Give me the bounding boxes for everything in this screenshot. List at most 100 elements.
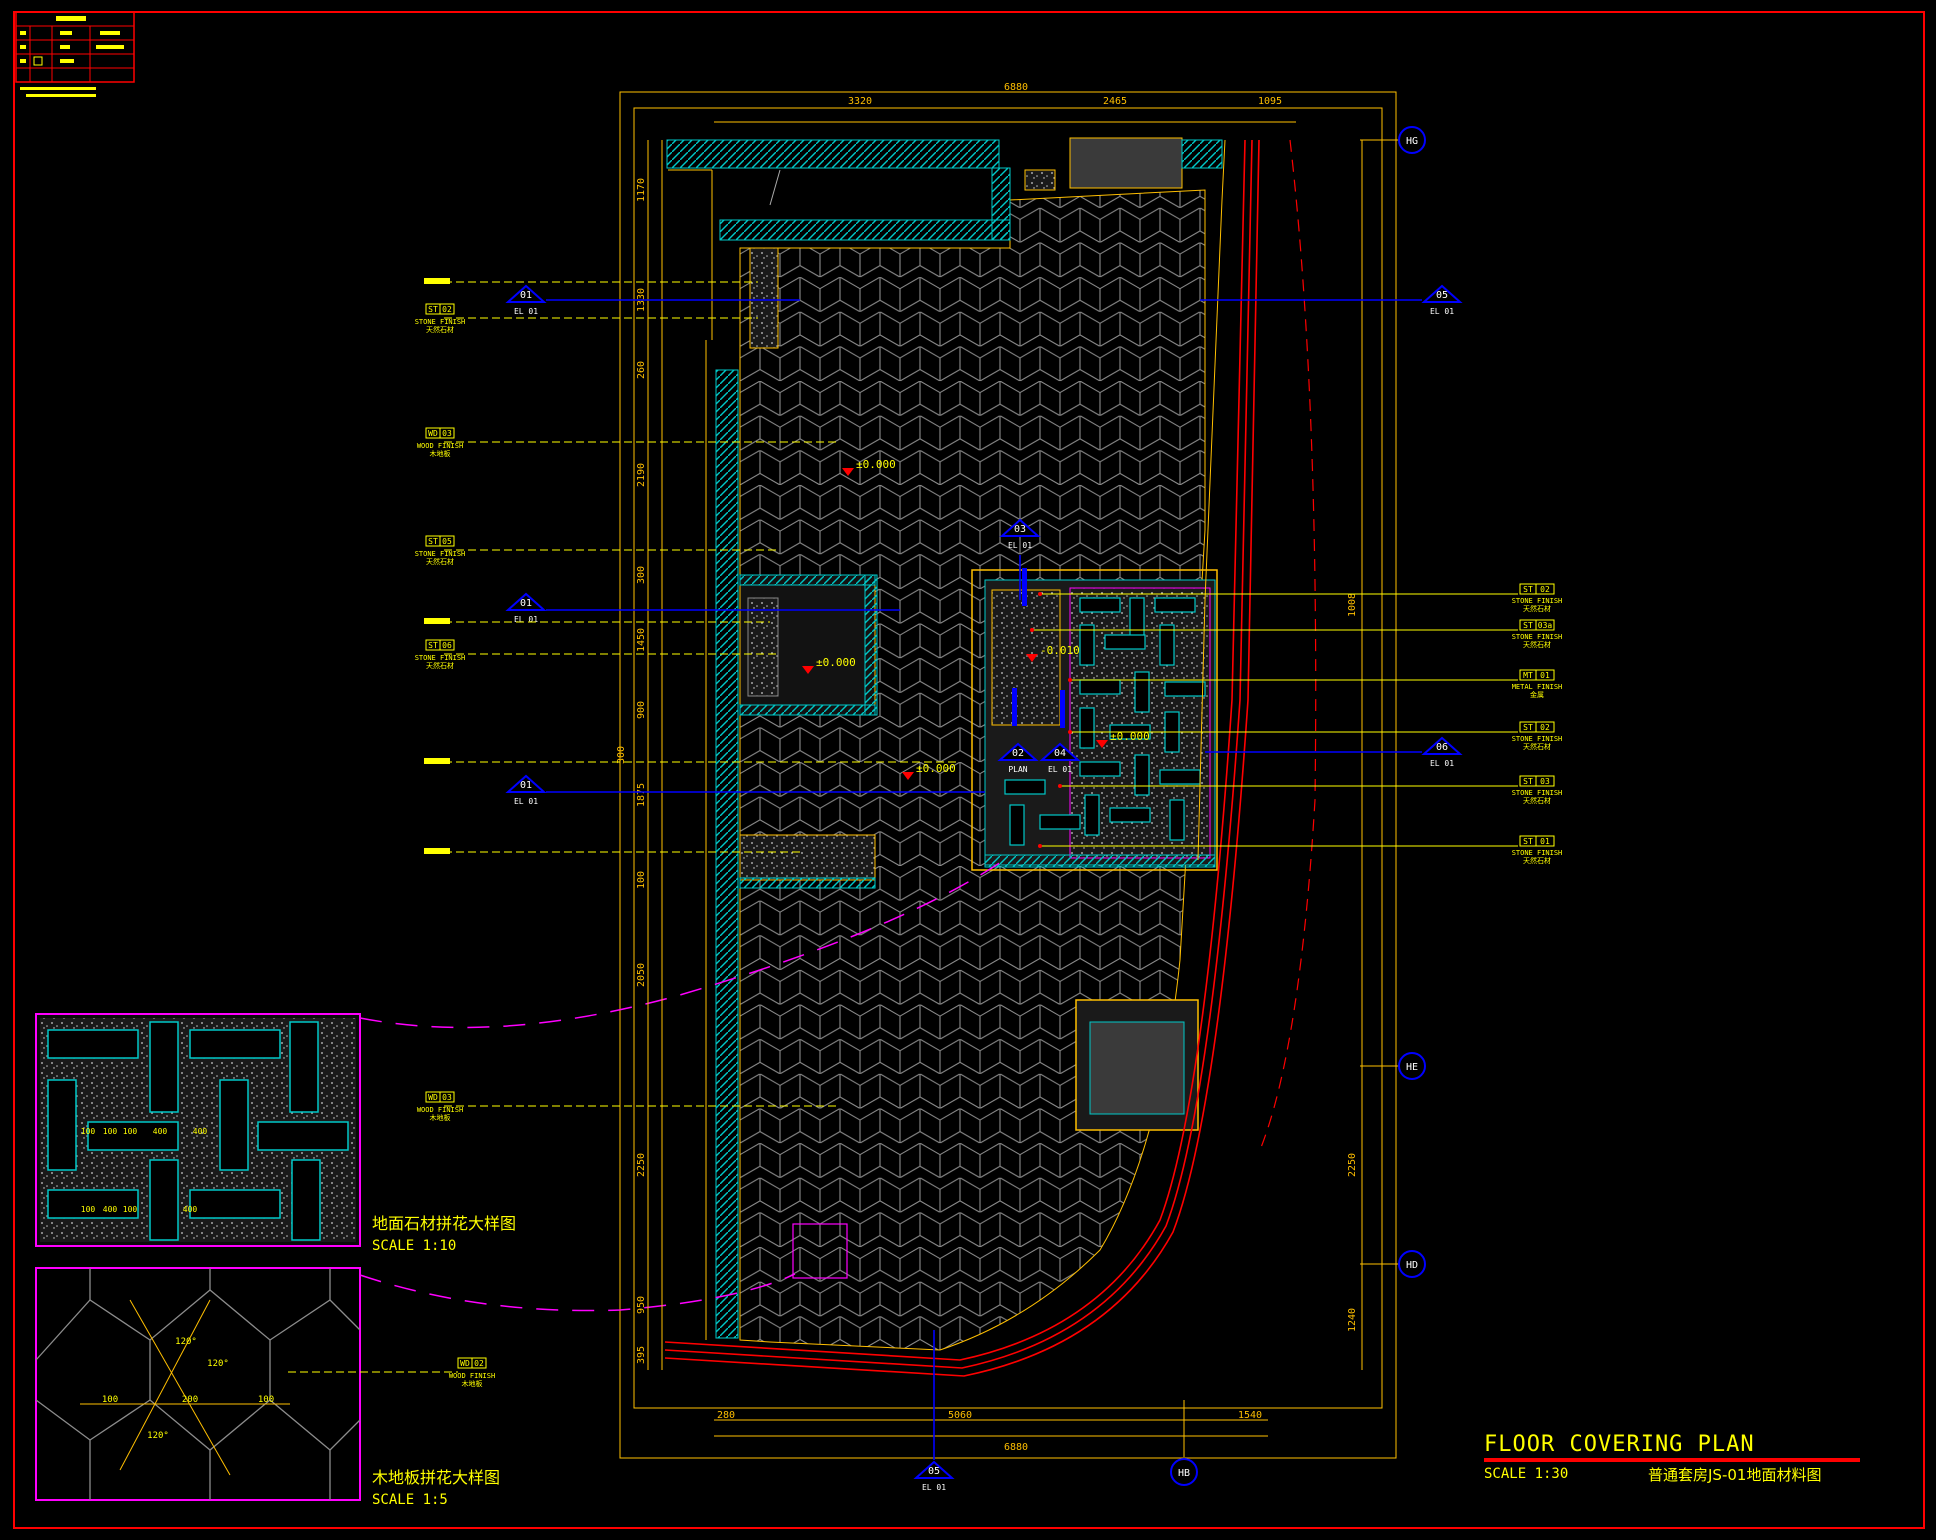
left-callout-num-5: 06 bbox=[442, 641, 452, 650]
right-callout-num-2: 01 bbox=[1540, 671, 1550, 680]
wood-detail-title: 木地板拼花大样图 SCALE 1:5 bbox=[372, 1464, 500, 1508]
curtain-dashed bbox=[1259, 139, 1317, 1151]
dim-right-1: 2250 bbox=[1347, 1153, 1358, 1177]
right-callout-code-3: ST bbox=[1523, 723, 1533, 732]
callout-target-dot bbox=[1038, 844, 1042, 848]
stone-detail-name: 地面石材拼花大样图 bbox=[372, 1214, 517, 1233]
dimension-lines bbox=[647, 107, 1363, 1437]
stone-detail-title: 地面石材拼花大样图 SCALE 1:10 bbox=[372, 1210, 516, 1254]
drawing-subtitle: 普通套房JS-01地面材料图 bbox=[1648, 1466, 1822, 1484]
dim-bottom-seg-0: 280 bbox=[717, 1410, 735, 1421]
level-marker bbox=[1026, 654, 1038, 662]
section-marker-num-5: 03 bbox=[1014, 524, 1026, 535]
section-marker-num-2: 01 bbox=[520, 598, 532, 609]
level-marker bbox=[802, 666, 814, 674]
right-callout-finish-1: STONE FINISH bbox=[1512, 633, 1563, 641]
dim-left-7: 1875 bbox=[636, 783, 647, 807]
section-marker-ref-5: EL 01 bbox=[1008, 541, 1032, 550]
right-callout-cn-2: 金属 bbox=[1530, 690, 1544, 699]
dim-left-2: 260 bbox=[636, 361, 647, 379]
right-callout-finish-5: STONE FINISH bbox=[1512, 849, 1563, 857]
grid-axis-bubble bbox=[1398, 126, 1426, 154]
wood-detail-dim-0: 120° bbox=[175, 1337, 197, 1347]
right-callout-cn-0: 天然石材 bbox=[1523, 604, 1551, 613]
right-callout-cn-1: 天然石材 bbox=[1523, 640, 1551, 649]
section-marker-num-6: 05 bbox=[928, 1466, 940, 1477]
detail-leader-stone bbox=[359, 859, 1005, 1029]
grid-axis-bubble bbox=[1170, 1458, 1198, 1486]
callout-num-box bbox=[471, 1357, 487, 1369]
callout-num-box bbox=[439, 639, 455, 651]
callout-note-bar bbox=[424, 278, 450, 284]
top-wall-zone bbox=[666, 137, 1223, 250]
left-wall bbox=[705, 247, 779, 1340]
stone-detail-box bbox=[35, 1013, 361, 1247]
dim-left-3: 2190 bbox=[636, 463, 647, 487]
stone-detail-dim-6: 400 bbox=[103, 1205, 118, 1214]
section-marker-num-8: 04 bbox=[1054, 748, 1066, 759]
left-callout-finish-8: WOOD FINISH bbox=[417, 1106, 463, 1114]
left-callout-cn-3: 天然石材 bbox=[426, 557, 454, 566]
dim-right-2: 1240 bbox=[1347, 1308, 1358, 1332]
right-callout-code-4: ST bbox=[1523, 777, 1533, 786]
left-callout-num-8: 03 bbox=[442, 1093, 452, 1102]
callout-note-bar bbox=[424, 758, 450, 764]
dim-right-0: 1008 bbox=[1347, 593, 1358, 617]
wood-detail-dim-2: 120° bbox=[147, 1431, 169, 1441]
grid-axis-bubble bbox=[1398, 1250, 1426, 1278]
level-label-3: ±0.000 bbox=[916, 762, 956, 775]
wood-detail-dim-3: 100 bbox=[102, 1395, 118, 1405]
section-marker-triangle bbox=[913, 1460, 955, 1479]
right-callout-finish-0: STONE FINISH bbox=[1512, 597, 1563, 605]
level-marker bbox=[902, 772, 914, 780]
callout-num-box bbox=[1535, 583, 1555, 595]
level-marker bbox=[1096, 740, 1108, 748]
stone-detail-dim-3: 400 bbox=[153, 1127, 168, 1136]
right-callout-cn-4: 天然石材 bbox=[1523, 796, 1551, 805]
stone-detail-dim-0: 100 bbox=[81, 1127, 96, 1136]
section-marker-ref-8: EL 01 bbox=[1048, 765, 1072, 774]
curtain-track bbox=[664, 139, 1260, 1377]
callout-target-dot bbox=[1068, 730, 1072, 734]
callout-note-bar bbox=[424, 618, 450, 624]
left-callout-finish-2: WOOD FINISH bbox=[417, 442, 463, 450]
section-marker-num-1: 05 bbox=[1436, 290, 1448, 301]
section-marker-ref-4: EL 01 bbox=[1430, 759, 1454, 768]
dim-left-6: 900 bbox=[636, 701, 647, 719]
stone-detail-dim-2: 100 bbox=[123, 1127, 138, 1136]
left-callout-cn-2: 木地板 bbox=[430, 449, 451, 458]
level-label-1: ±0.000 bbox=[816, 656, 856, 669]
dim-top-seg-1: 2465 bbox=[1103, 96, 1127, 107]
section-marker-num-4: 06 bbox=[1436, 742, 1448, 753]
right-callout-cn-5: 天然石材 bbox=[1523, 856, 1551, 865]
left-callout-cn-5: 天然石材 bbox=[426, 661, 454, 670]
section-marker-triangle bbox=[997, 742, 1039, 761]
section-marker-ref-2: EL 01 bbox=[514, 615, 538, 624]
right-callout-code-5: ST bbox=[1523, 837, 1533, 846]
dim-bottom-seg-1: 5060 bbox=[948, 1410, 972, 1421]
level-label-4: ±0.000 bbox=[1110, 730, 1150, 743]
drawing-outer-boundary bbox=[619, 91, 1397, 1459]
section-marker-num-3: 01 bbox=[520, 780, 532, 791]
dim-left-9: 2050 bbox=[636, 963, 647, 987]
callout-note-bar bbox=[424, 848, 450, 854]
left-callout-finish-5: STONE FINISH bbox=[415, 654, 466, 662]
dim-left-11: 950 bbox=[636, 1296, 647, 1314]
right-callout-num-5: 01 bbox=[1540, 837, 1550, 846]
callout-num-box bbox=[1535, 669, 1555, 681]
level-marker bbox=[842, 468, 854, 476]
left-callout-finish-3: STONE FINISH bbox=[415, 550, 466, 558]
title-underline bbox=[1484, 1458, 1860, 1462]
wood-detail-dim-5: 100 bbox=[258, 1395, 274, 1405]
callout-target-dot bbox=[1030, 628, 1034, 632]
section-marker-ref-6: EL 01 bbox=[922, 1483, 946, 1492]
left-callout-num-9: 02 bbox=[474, 1359, 484, 1368]
dim-left-5: 1450 bbox=[636, 628, 647, 652]
left-callout-cn-8: 木地板 bbox=[430, 1113, 451, 1122]
stone-detail-dim-1: 100 bbox=[103, 1127, 118, 1136]
right-callout-code-2: MT bbox=[1523, 671, 1533, 680]
right-callout-code-1: ST bbox=[1523, 621, 1533, 630]
dim-left-12: 395 bbox=[636, 1346, 647, 1364]
dim-left-8: 100 bbox=[636, 871, 647, 889]
